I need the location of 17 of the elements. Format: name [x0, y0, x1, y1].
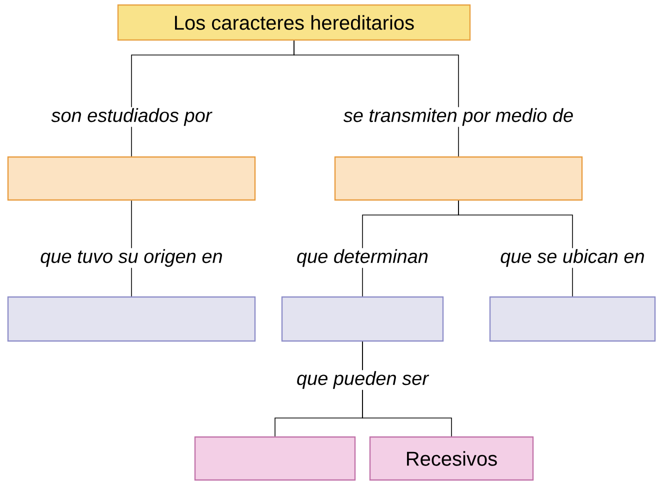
empty-box — [334, 156, 583, 201]
connector-line — [458, 200, 573, 297]
empty-box — [194, 436, 356, 481]
connector-line — [362, 341, 452, 437]
concept-box: Los caracteres hereditarios — [117, 4, 471, 41]
edge-label: se transmiten por medio de — [342, 107, 575, 127]
edge-label: que determinan — [295, 248, 430, 268]
concept-box: Recesivos — [369, 436, 534, 481]
connector-line — [294, 40, 459, 157]
edge-label: son estudiados por — [50, 107, 213, 127]
edge-label: que se ubican en — [499, 248, 646, 268]
empty-box — [7, 296, 256, 342]
empty-box — [281, 296, 444, 342]
empty-box — [489, 296, 656, 342]
edge-label: que tuvo su origen en — [39, 248, 224, 268]
edge-label: que pueden ser — [295, 370, 430, 390]
empty-box — [7, 156, 256, 201]
